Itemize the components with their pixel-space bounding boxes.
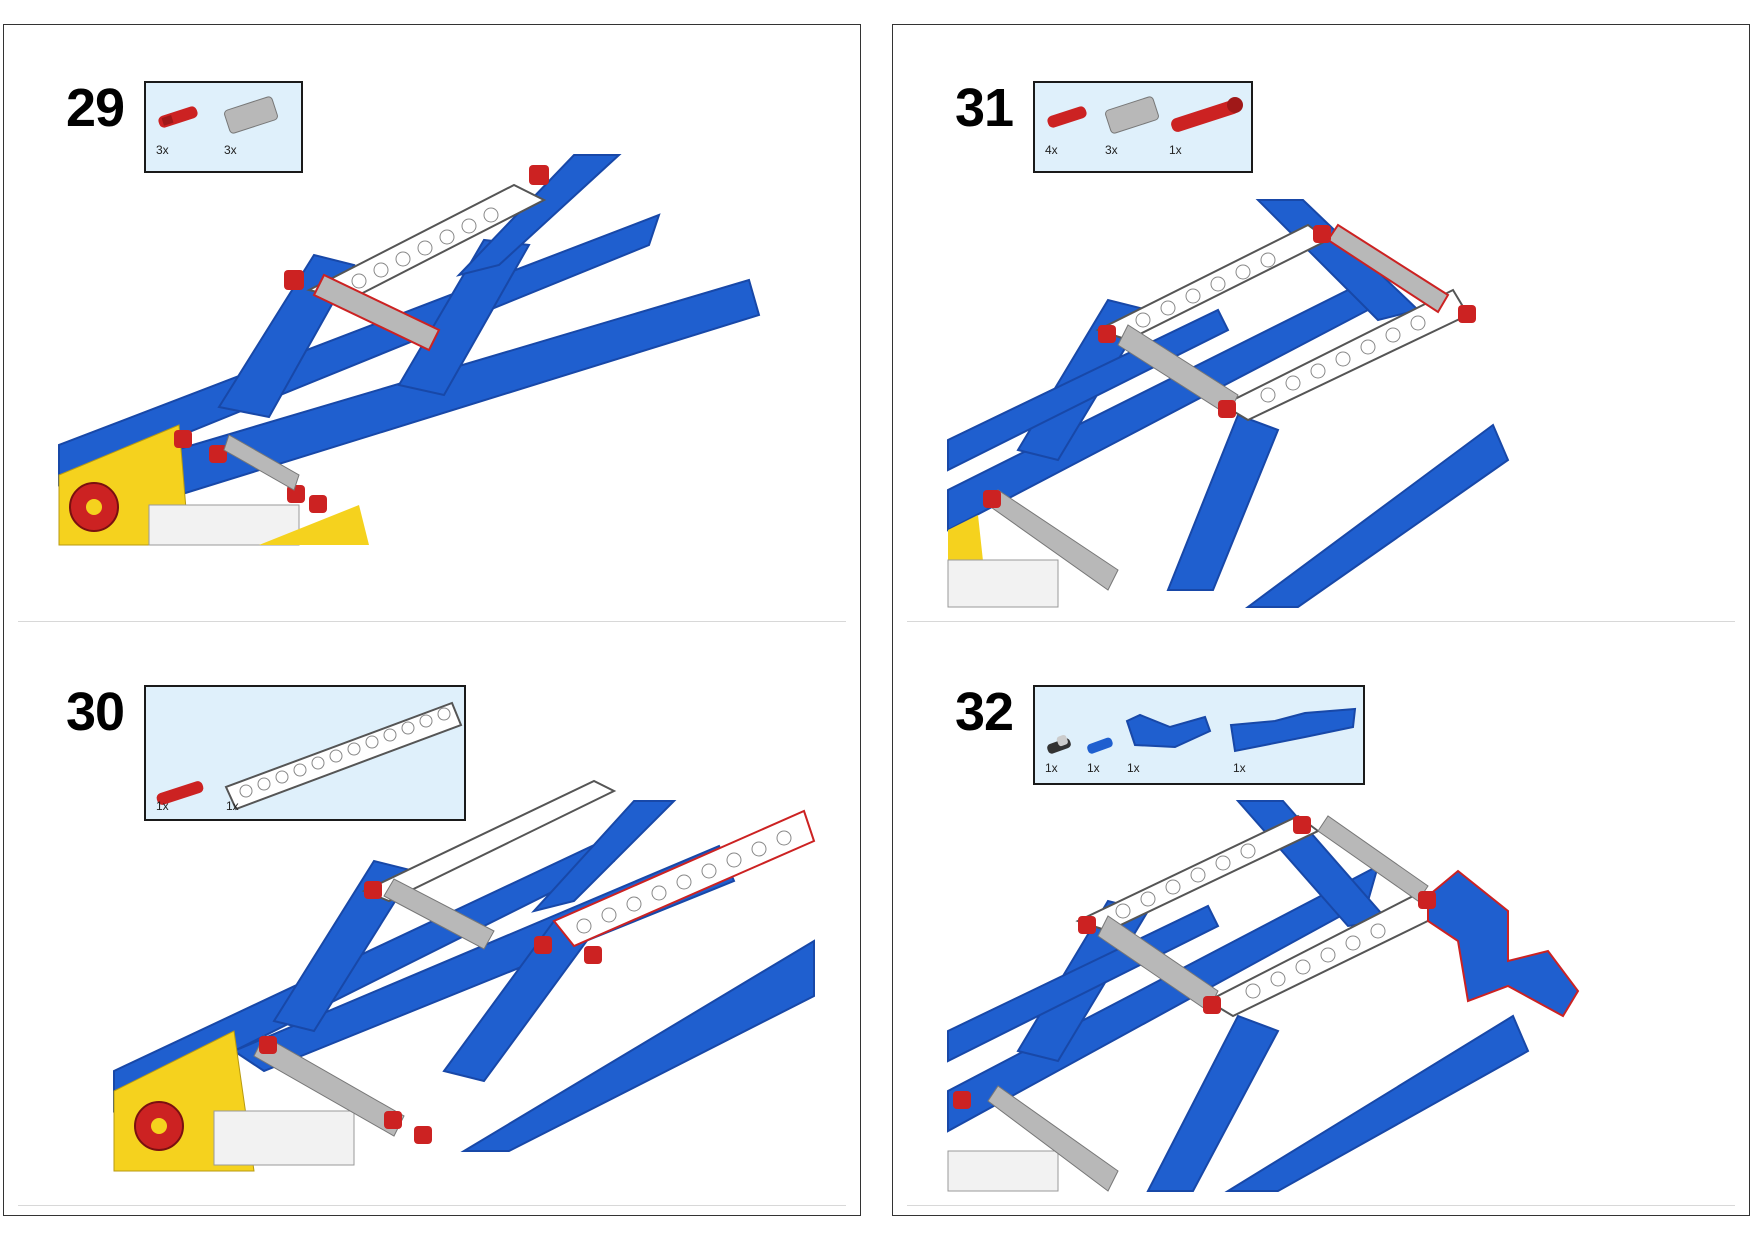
part-quantity: 1x: [1233, 761, 1246, 775]
step-32: 32 1x 1x 1x 1x: [893, 621, 1751, 1217]
red-long-pin-icon: [1171, 97, 1243, 132]
part-quantity: 3x: [156, 143, 169, 157]
part-quantity: 1x: [156, 799, 169, 813]
part-quantity: 1x: [226, 799, 239, 813]
step-divider: [18, 621, 846, 622]
step-31: 31 4x 3x 1x: [893, 25, 1751, 621]
blue-bent-liftarm-large-icon: [1229, 707, 1357, 753]
step-divider: [907, 621, 1735, 622]
part-quantity: 3x: [1105, 143, 1118, 157]
part-quantity: 1x: [1045, 761, 1058, 775]
step-number: 30: [66, 682, 125, 742]
step-30: 30 1x 1x: [4, 621, 862, 1217]
parts-icons: [156, 701, 463, 811]
instruction-page-right: 31 4x 3x 1x: [892, 24, 1750, 1216]
grey-axle-connector-icon: [224, 96, 278, 134]
blue-bent-liftarm-small-icon: [1125, 713, 1212, 749]
parts-callout: 1x 1x 1x 1x: [1033, 685, 1365, 785]
step-29: 29 3x 3x: [4, 25, 862, 621]
model-illustration: [113, 779, 816, 1172]
model-illustration: [947, 800, 1580, 1192]
part-quantity: 1x: [1087, 761, 1100, 775]
model-illustration: [947, 199, 1510, 608]
parts-icons: [1047, 96, 1243, 134]
grey-axle-connector-icon: [1105, 96, 1159, 134]
red-pin-icon: [156, 781, 204, 805]
parts-icons: [158, 96, 278, 134]
page-bottom-divider: [18, 1205, 846, 1206]
page-bottom-divider: [907, 1205, 1735, 1206]
part-quantity: 3x: [224, 143, 237, 157]
red-pin-icon: [158, 106, 198, 128]
parts-callout: 4x 3x 1x: [1033, 81, 1253, 173]
model-illustration: [58, 154, 761, 546]
parts-callout: 3x 3x: [144, 81, 303, 173]
step-number: 29: [66, 78, 125, 138]
step-number: 32: [955, 682, 1014, 742]
red-pin-icon: [1047, 106, 1087, 128]
part-quantity: 1x: [1169, 143, 1182, 157]
blue-axle-pin-icon: [1087, 737, 1113, 754]
step-number: 31: [955, 78, 1014, 138]
part-quantity: 4x: [1045, 143, 1058, 157]
parts-callout: 1x 1x: [144, 685, 466, 821]
black-pin-icon: [1047, 734, 1071, 754]
part-quantity: 1x: [1127, 761, 1140, 775]
parts-icons: [1047, 707, 1357, 754]
white-liftarm-beam-icon: [224, 701, 463, 811]
instruction-page-left: 29 3x 3x: [3, 24, 861, 1216]
